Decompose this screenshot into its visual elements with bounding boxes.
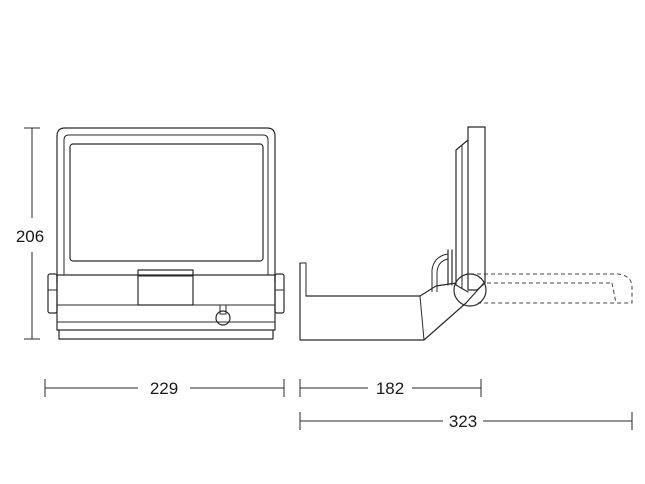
dimension-side-depth-tilted: 323: [299, 412, 633, 431]
front-sensor-box: [137, 269, 194, 306]
side-depth-tilted-label: 323: [449, 412, 477, 431]
side-back-plate: [467, 126, 486, 291]
side-pivot: [453, 273, 487, 307]
front-view: [47, 127, 285, 340]
side-view: [299, 126, 633, 341]
front-right-cap: [274, 273, 285, 314]
front-housing-outline: [56, 127, 276, 283]
cable-gland: [215, 310, 231, 326]
tilted-position-outline: [470, 273, 633, 304]
dimension-height: 206: [8, 127, 48, 340]
dimension-front-width: 229: [44, 379, 285, 398]
side-depth-label: 182: [376, 379, 404, 398]
dimension-side-depth: 182: [299, 379, 482, 398]
height-label: 206: [16, 227, 44, 246]
front-width-label: 229: [150, 379, 178, 398]
front-glass-panel: [69, 143, 264, 262]
side-cable-entry: [447, 249, 453, 286]
front-left-cap: [47, 273, 58, 314]
front-bezel: [63, 134, 269, 275]
front-bottom-foot: [58, 329, 274, 340]
